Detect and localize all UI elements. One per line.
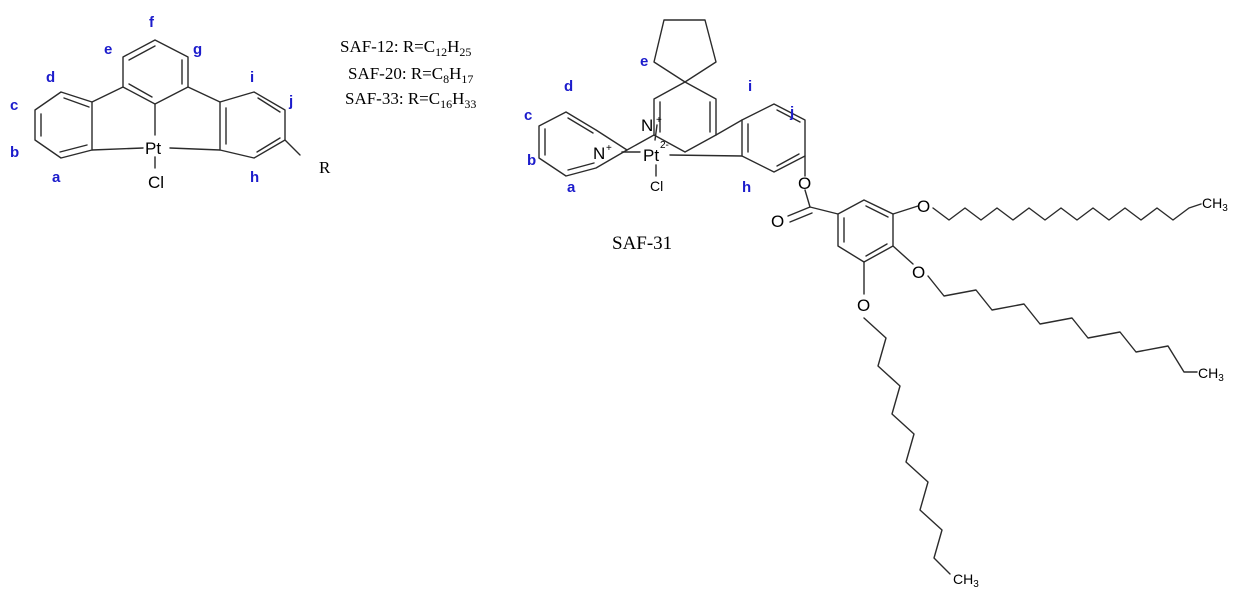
bond-pt-left xyxy=(91,147,144,151)
saf-31-title: SAF-31 xyxy=(612,233,672,254)
ester-o-atom: O xyxy=(798,174,811,193)
right-pos-e: e xyxy=(640,53,648,70)
left-pos-f: f xyxy=(149,14,155,31)
left-molecule: Pt Cl R a b c d e f g h i j xyxy=(10,14,331,192)
alkoxy-chain-middle: O CH3 xyxy=(892,245,1224,384)
left-pos-b: b xyxy=(10,144,19,161)
legend-entry-saf-20: SAF-20: R=C8H17 xyxy=(348,64,473,86)
bond-ring-to-left-pyridine xyxy=(626,134,655,151)
left-pos-e: e xyxy=(104,41,112,58)
top-ether-o-atom: O xyxy=(917,197,930,216)
left-pt-atom: Pt xyxy=(145,139,161,158)
right-cl-atom: Cl xyxy=(650,178,663,194)
right-pos-h: h xyxy=(742,179,751,196)
left-benzene-ring-a-d xyxy=(34,91,93,159)
bond-pt-phenyl xyxy=(669,154,743,157)
bottom-ether-o-atom: O xyxy=(857,296,870,315)
bond-pt-central-n xyxy=(654,124,658,141)
left-n-charge: + xyxy=(606,143,612,154)
left-pos-g: g xyxy=(193,41,202,58)
right-pt-atom: Pt xyxy=(643,146,659,165)
left-pos-i: i xyxy=(250,69,254,86)
legend-entry-saf-12: SAF-12: R=C12H25 xyxy=(340,37,471,59)
middle-ether-o-atom: O xyxy=(912,263,925,282)
left-pos-a: a xyxy=(52,169,61,186)
right-pos-d: d xyxy=(564,78,573,95)
bond-central-to-ring-h xyxy=(187,86,221,103)
alkoxy-chain-top: O CH3 xyxy=(892,195,1228,221)
cyclopentane-ring xyxy=(653,19,717,83)
legend-entry-saf-33: SAF-33: R=C16H33 xyxy=(345,89,476,111)
central-pyridine-ring xyxy=(653,81,717,153)
right-pos-c: c xyxy=(524,107,532,124)
central-n-charge: + xyxy=(656,115,662,126)
bond-pt-right xyxy=(169,147,221,151)
right-pos-j: j xyxy=(789,104,794,121)
right-phenyl-ring xyxy=(741,103,806,173)
right-pos-a: a xyxy=(567,179,576,196)
right-pt-charge: 2- xyxy=(660,140,669,151)
left-pyridine-ring xyxy=(538,111,628,177)
right-ring-h-j xyxy=(219,91,286,159)
carbonyl-o-atom: O xyxy=(771,212,784,231)
bond-ring-to-phenyl xyxy=(715,119,743,136)
top-methyl: CH3 xyxy=(1202,195,1228,214)
right-pos-b: b xyxy=(527,152,536,169)
r-group-legend: SAF-12: R=C12H25 SAF-20: R=C8H17 SAF-33:… xyxy=(340,37,476,111)
bond-ring-to-r xyxy=(284,139,301,156)
ester-group: O xyxy=(771,206,839,231)
central-ring-e-g xyxy=(122,39,189,105)
bottom-methyl: CH3 xyxy=(953,571,979,589)
left-r-group: R xyxy=(319,158,331,177)
left-pos-h: h xyxy=(250,169,259,186)
left-n-atom: N xyxy=(593,144,605,163)
left-pos-j: j xyxy=(288,93,293,110)
central-n-atom: N xyxy=(641,116,653,135)
alkoxy-chain-bottom: O CH3 xyxy=(857,261,979,590)
right-pos-i: i xyxy=(748,78,752,95)
middle-methyl: CH3 xyxy=(1198,365,1224,384)
trialkoxy-benzene-ring xyxy=(837,199,894,263)
left-pos-c: c xyxy=(10,97,18,114)
bond-o-ester-carbon xyxy=(804,189,811,208)
left-cl-atom: Cl xyxy=(148,173,164,192)
left-pos-d: d xyxy=(46,69,55,86)
right-molecule: N + N + Pt 2- Cl O SAF-31 a b c d e h i … xyxy=(524,19,1228,590)
bond-ring-a-to-central xyxy=(91,86,124,103)
